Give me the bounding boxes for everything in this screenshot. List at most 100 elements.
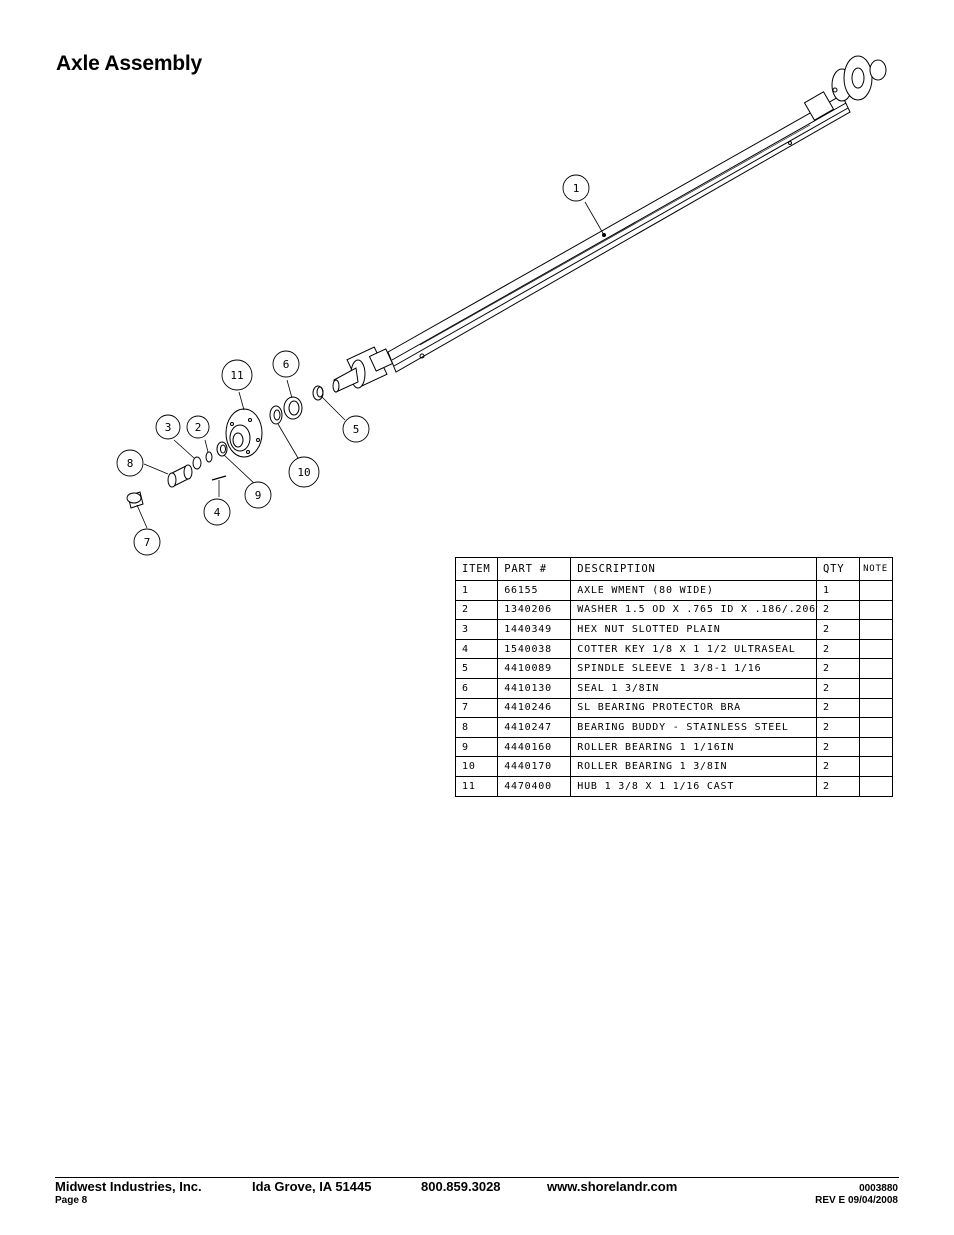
cell-note [859, 756, 893, 777]
cell-description: HEX NUT SLOTTED PLAIN [570, 619, 817, 640]
cell-note [859, 619, 893, 640]
cell-qty: 1 [815, 580, 861, 601]
header-note: NOTE [859, 557, 893, 581]
cell-qty: 2 [815, 697, 861, 719]
footer-company: Midwest Industries, Inc. [55, 1179, 202, 1194]
cell-description: WASHER 1.5 OD X .765 ID X .186/.206 [570, 599, 817, 621]
callout-2: 2 [186, 415, 210, 439]
cell-item: 2 [454, 599, 499, 621]
callout-label: 4 [214, 506, 221, 519]
callout-leaders [136, 201, 605, 529]
header-qty: QTY [815, 557, 861, 581]
callout-label: 6 [283, 358, 290, 371]
cell-description: AXLE WMENT (80 WIDE) [570, 580, 817, 601]
callout-10: 10 [288, 456, 320, 488]
footer-revision: REV E 09/04/2008 [815, 1195, 898, 1206]
cell-qty: 2 [815, 619, 861, 640]
cell-qty: 2 [815, 658, 861, 679]
cell-part: 4440170 [497, 756, 572, 777]
cell-part: 4410246 [497, 697, 572, 719]
callout-label: 2 [195, 421, 202, 434]
cell-description: ROLLER BEARING 1 3/8IN [570, 756, 817, 777]
cell-item: 11 [454, 775, 499, 797]
footer-doc-number: 0003880 [859, 1183, 898, 1194]
callout-3: 3 [155, 414, 181, 440]
cell-note [859, 736, 893, 758]
cell-qty: 2 [815, 756, 861, 777]
cell-part: 4440160 [497, 736, 572, 758]
callout-7: 7 [133, 528, 161, 556]
footer-location: Ida Grove, IA 51445 [252, 1179, 372, 1194]
cell-item: 4 [454, 638, 499, 660]
part-hub [225, 408, 263, 458]
cell-item: 5 [454, 658, 499, 679]
cell-qty: 2 [815, 638, 861, 660]
cell-item: 10 [454, 756, 499, 777]
callout-label: 7 [144, 536, 151, 549]
cell-note [859, 775, 893, 797]
cell-note [859, 580, 893, 601]
part-hex-nut [192, 456, 202, 470]
part-seal [283, 396, 303, 420]
callout-label: 9 [255, 489, 262, 502]
footer-phone: 800.859.3028 [421, 1179, 501, 1194]
cell-qty: 2 [815, 736, 861, 758]
callout-1: 1 [562, 174, 590, 202]
callout-label: 3 [165, 421, 172, 434]
callout-label: 1 [573, 182, 580, 195]
cell-part: 4470400 [497, 775, 572, 797]
cell-qty: 2 [815, 717, 861, 738]
axle-tube [387, 94, 851, 373]
header-item: ITEM [454, 557, 499, 581]
callout-label: 5 [353, 423, 360, 436]
cell-description: SEAL 1 3/8IN [570, 677, 817, 699]
callout-label: 11 [230, 369, 243, 382]
cell-item: 1 [454, 580, 499, 601]
axle-exploded-diagram: 1 2 3 4 5 6 7 8 9 10 11 [116, 55, 887, 556]
callout-9: 9 [244, 481, 272, 509]
cell-part: 4410089 [497, 658, 572, 679]
part-bearing-protector [126, 491, 144, 509]
cell-part: 1340206 [497, 599, 572, 621]
part-bearing-buddy [167, 464, 193, 488]
callout-5: 5 [342, 415, 370, 443]
parts-table-header: ITEM PART # DESCRIPTION QTY NOTE [454, 557, 893, 581]
part-roller-bearing-10 [269, 405, 283, 425]
cell-part: 4410130 [497, 677, 572, 699]
cell-item: 9 [454, 736, 499, 758]
cell-note [859, 677, 893, 699]
part-washer [205, 451, 213, 463]
cell-description: SPINDLE SLEEVE 1 3/8-1 1/16 [570, 658, 817, 679]
cell-note [859, 658, 893, 679]
axle-right-end [803, 55, 887, 121]
cell-description: ROLLER BEARING 1 1/16IN [570, 736, 817, 758]
part-roller-bearing-9 [216, 441, 228, 457]
part-cotter-key [211, 475, 227, 481]
cell-description: COTTER KEY 1/8 X 1 1/2 ULTRASEAL [570, 638, 817, 660]
cell-note [859, 717, 893, 738]
callout-6: 6 [272, 350, 300, 378]
footer-website: www.shorelandr.com [547, 1179, 678, 1194]
cell-qty: 2 [815, 677, 861, 699]
callout-11: 11 [221, 359, 253, 391]
cell-note [859, 697, 893, 719]
footer-rule [55, 1177, 899, 1178]
header-part: PART # [497, 557, 572, 581]
cell-part: 1540038 [497, 638, 572, 660]
cell-description: BEARING BUDDY - STAINLESS STEEL [570, 717, 817, 738]
callout-label: 10 [297, 466, 310, 479]
callout-8: 8 [116, 449, 144, 477]
cell-description: SL BEARING PROTECTOR BRA [570, 697, 817, 719]
cell-item: 7 [454, 697, 499, 719]
cell-item: 8 [454, 717, 499, 738]
